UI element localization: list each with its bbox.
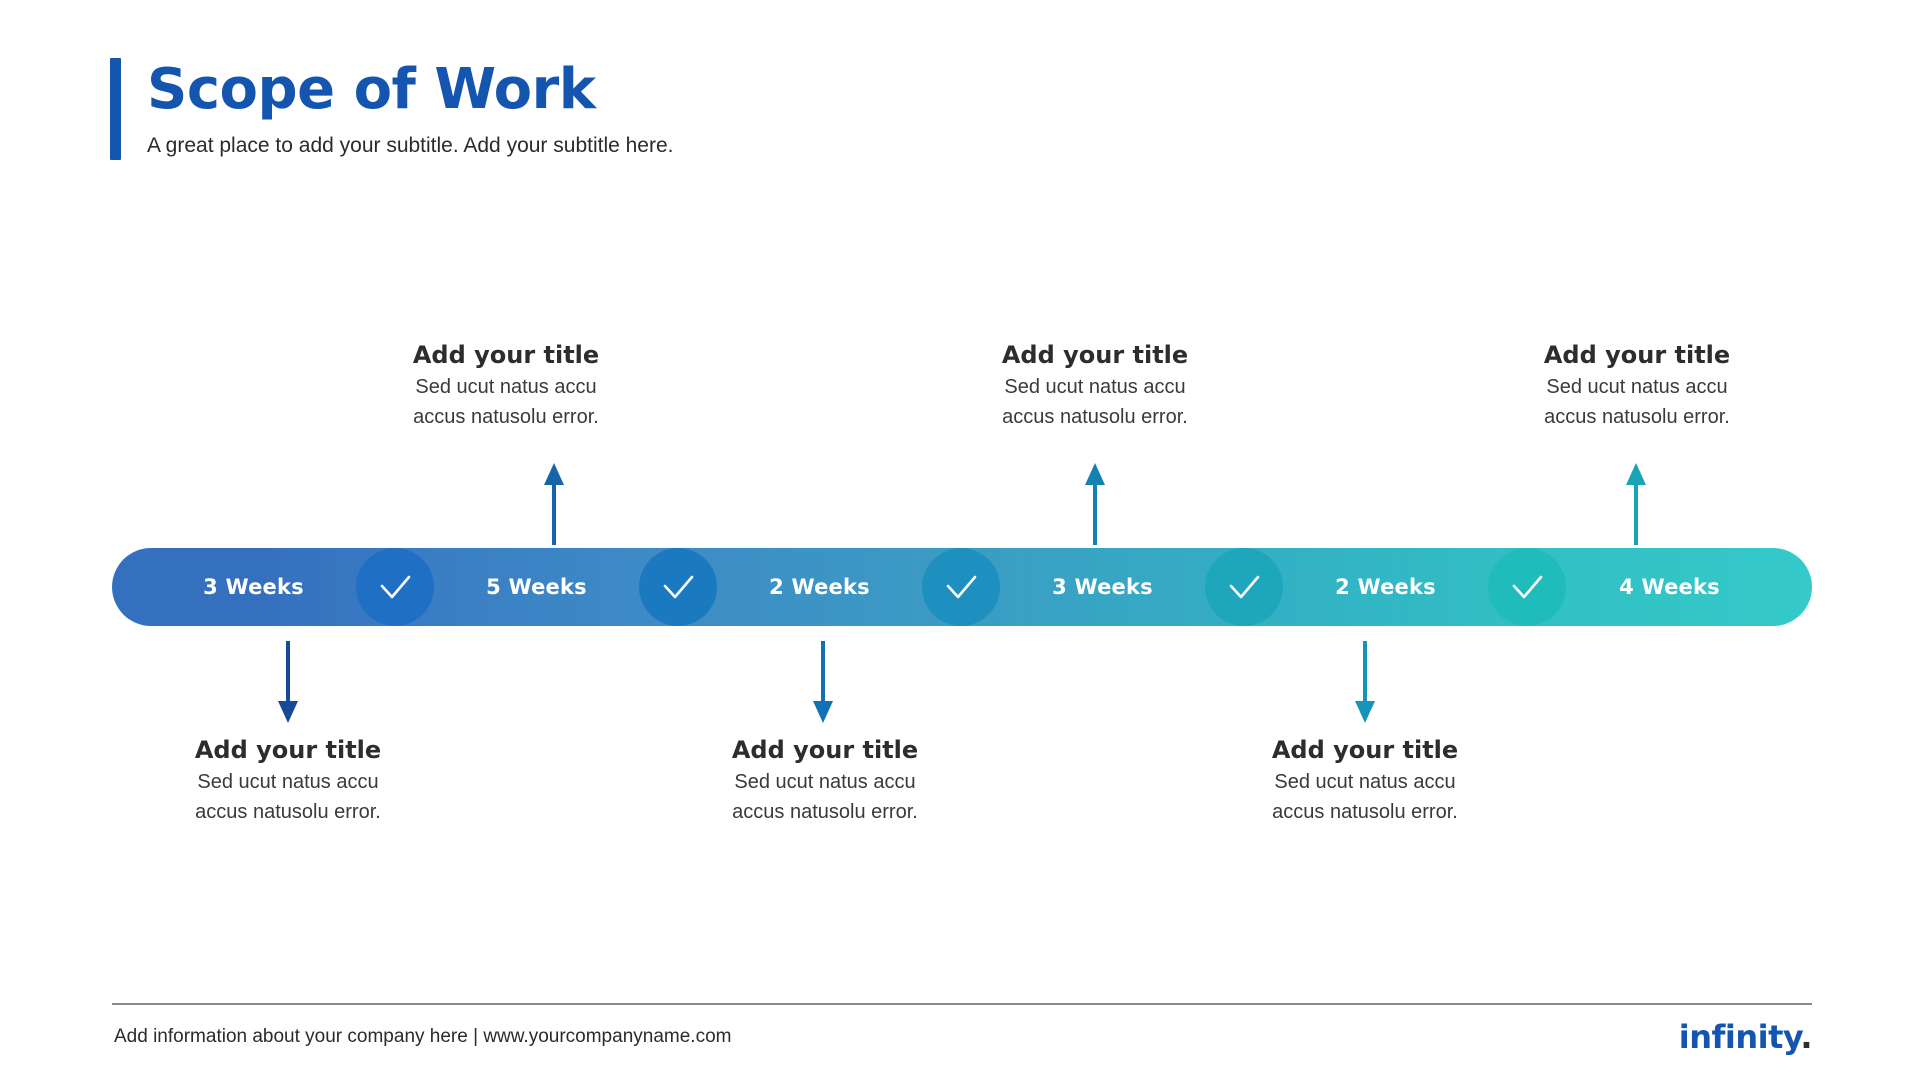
footer-text: Add information about your company here …: [114, 1026, 732, 1047]
footer-divider: [112, 1003, 1812, 1005]
callout-title: Add your title: [1271, 736, 1459, 764]
callout-title: Add your title: [1543, 341, 1731, 369]
page-title: Scope of Work: [147, 57, 596, 122]
callout-title: Add your title: [412, 341, 600, 369]
timeline-segment-5[interactable]: 2 Weeks: [1335, 575, 1436, 599]
arrow-down-icon: [277, 641, 299, 723]
arrow-up-icon: [1084, 463, 1106, 545]
callout-desc-line2: accus natusolu error.: [732, 801, 918, 824]
callout-title: Add your title: [731, 736, 919, 764]
title-accent-bar: [110, 58, 121, 160]
timeline-checkpoint-4[interactable]: [1205, 548, 1283, 626]
timeline: 3 Weeks 5 Weeks 2 Weeks 3 Weeks 2 Weeks …: [112, 548, 1812, 626]
timeline-checkpoint-1[interactable]: [356, 548, 434, 626]
callout-desc-line2: accus natusolu error.: [413, 406, 599, 429]
logo-name: infinity: [1678, 1018, 1801, 1056]
timeline-checkpoint-2[interactable]: [639, 548, 717, 626]
header: Scope of Work A great place to add your …: [110, 58, 674, 160]
callout-desc-line1: Sed ucut natus accu: [1004, 376, 1186, 398]
callout-desc-line2: accus natusolu error.: [1544, 406, 1730, 429]
arrow-down-icon: [812, 641, 834, 723]
timeline-segment-6[interactable]: 4 Weeks: [1619, 575, 1720, 599]
timeline-segment-4[interactable]: 3 Weeks: [1052, 575, 1153, 599]
callout-desc-line1: Sed ucut natus accu: [415, 376, 597, 398]
callout-title: Add your title: [194, 736, 382, 764]
timeline-bar: 3 Weeks 5 Weeks 2 Weeks 3 Weeks 2 Weeks …: [112, 548, 1812, 626]
logo-dot: .: [1800, 1018, 1812, 1056]
callout-title: Add your title: [1001, 341, 1189, 369]
callout-desc-line1: Sed ucut natus accu: [1274, 771, 1456, 793]
callout-desc-line2: accus natusolu error.: [195, 801, 381, 824]
callout-desc-line2: accus natusolu error.: [1002, 406, 1188, 429]
callout-desc-line1: Sed ucut natus accu: [1546, 376, 1728, 398]
timeline-checkpoint-5[interactable]: [1488, 548, 1566, 626]
timeline-segment-1[interactable]: 3 Weeks: [203, 575, 304, 599]
arrow-down-icon: [1354, 641, 1376, 723]
callout-desc-line1: Sed ucut natus accu: [197, 771, 379, 793]
callout-desc-line2: accus natusolu error.: [1272, 801, 1458, 824]
callout-desc-line1: Sed ucut natus accu: [734, 771, 916, 793]
timeline-checkpoint-3[interactable]: [922, 548, 1000, 626]
brand-logo: infinity.: [1678, 1018, 1813, 1056]
callout-above-2: Add your title Sed ucut natus accu accus…: [945, 340, 1245, 431]
timeline-segment-2[interactable]: 5 Weeks: [486, 575, 587, 599]
timeline-segment-3[interactable]: 2 Weeks: [769, 575, 870, 599]
arrow-up-icon: [543, 463, 565, 545]
header-text-block: Scope of Work A great place to add your …: [147, 58, 674, 160]
callout-above-3: Add your title Sed ucut natus accu accus…: [1487, 340, 1787, 431]
callout-below-2: Add your title Sed ucut natus accu accus…: [675, 735, 975, 826]
page-subtitle: A great place to add your subtitle. Add …: [147, 134, 674, 158]
arrow-up-icon: [1625, 463, 1647, 545]
callout-above-1: Add your title Sed ucut natus accu accus…: [356, 340, 656, 431]
callout-below-1: Add your title Sed ucut natus accu accus…: [138, 735, 438, 826]
callout-below-3: Add your title Sed ucut natus accu accus…: [1215, 735, 1515, 826]
